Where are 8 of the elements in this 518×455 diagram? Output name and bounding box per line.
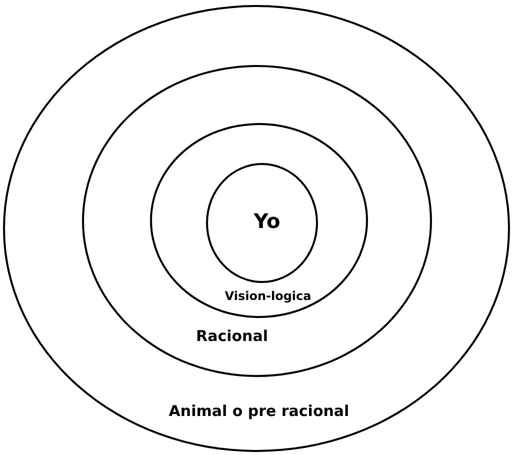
ellipse-ring xyxy=(206,163,318,283)
ring-label: Animal o pre racional xyxy=(168,403,350,420)
ellipse-ring xyxy=(82,65,432,377)
ring-label: Racional xyxy=(196,328,268,344)
ring-label: Vision-logica xyxy=(224,290,312,304)
ellipse-ring xyxy=(3,5,510,452)
ring-label: Yo xyxy=(254,210,280,232)
ellipse-ring xyxy=(150,123,368,318)
